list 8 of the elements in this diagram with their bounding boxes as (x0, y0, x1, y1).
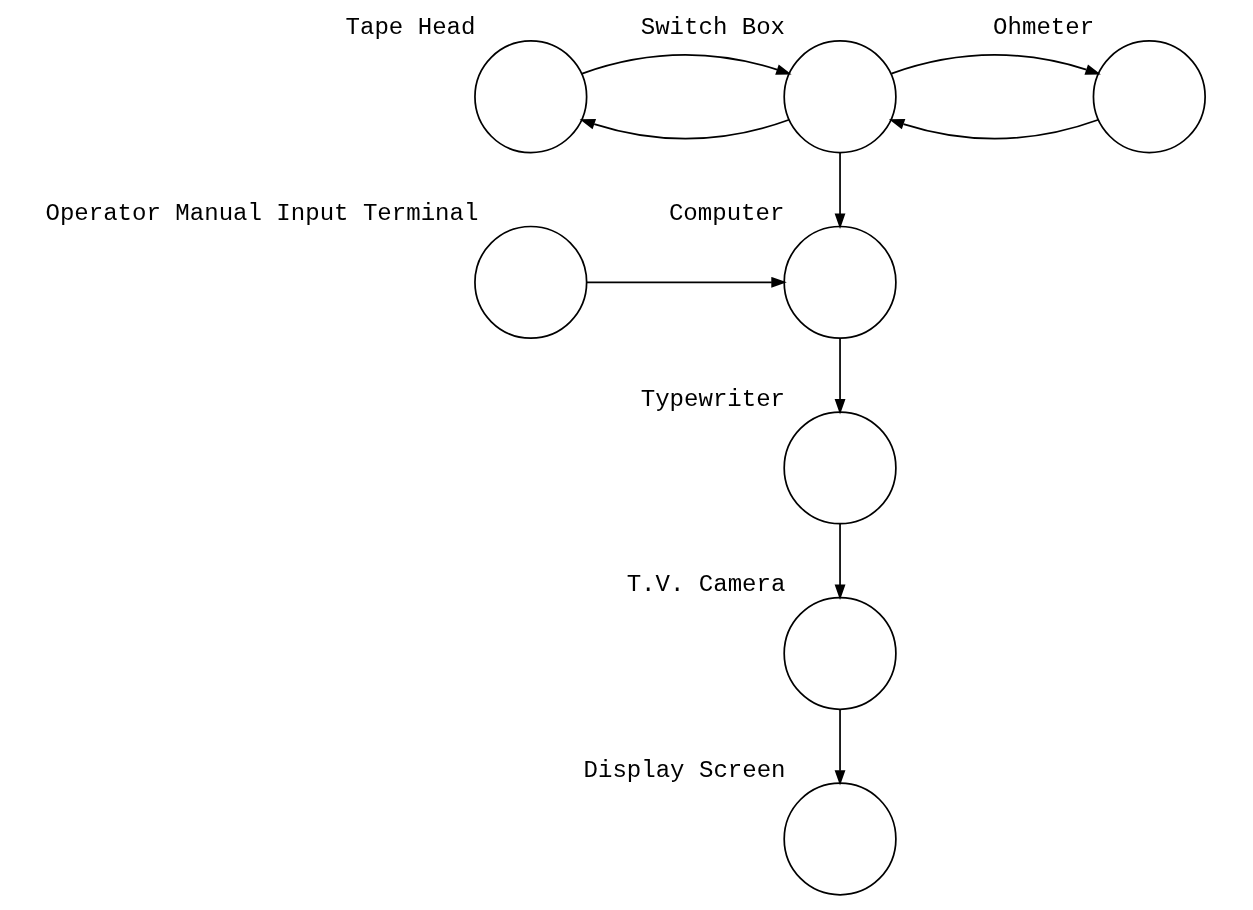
node-label: Ohmeter (992, 14, 1094, 42)
node-label: Switch Box (640, 14, 785, 42)
node-label: T.V. Camera (626, 571, 785, 599)
node-label: Computer (668, 199, 784, 227)
node-label: Display Screen (583, 756, 786, 784)
node-label: Typewriter (640, 385, 785, 413)
node-label: Operator Manual Input Terminal (44, 199, 478, 227)
node-label: Tape Head (345, 14, 475, 42)
